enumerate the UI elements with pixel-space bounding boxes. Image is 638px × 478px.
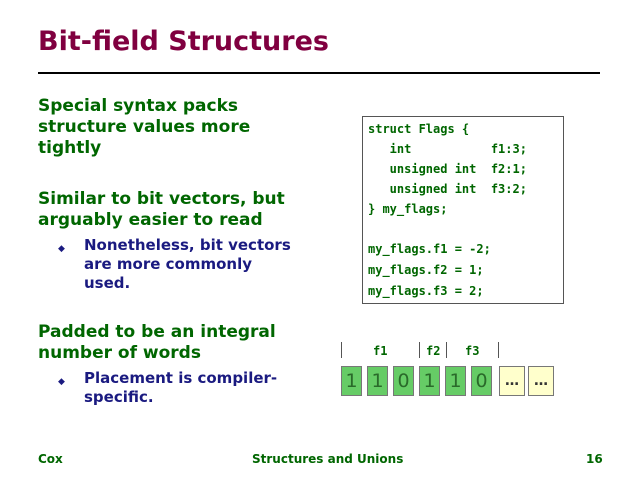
bullet-2-line-1: Similar to bit vectors, but <box>38 189 285 209</box>
field-label-f2: f2 <box>426 344 441 358</box>
bullet-3-line-2: number of words <box>38 343 201 363</box>
bullet-1-line-3: tightly <box>38 138 102 158</box>
subbullet-1-line-2: are more commonly <box>84 255 253 273</box>
subbullet-1-line-1: Nonetheless, bit vectors <box>84 236 291 254</box>
bit-cell: 0 <box>393 366 414 396</box>
code-line-8: my_flags.f2 = 1; <box>368 263 484 277</box>
code-line-9: my_flags.f3 = 2; <box>368 284 484 298</box>
code-line-2: int f1:3; <box>368 142 527 156</box>
code-line-4: unsigned int f3:2; <box>368 182 527 196</box>
subbullet-2-line-1: Placement is compiler- <box>84 369 278 387</box>
bullet-2: Similar to bit vectors, but arguably eas… <box>38 189 285 231</box>
slide-title: Bit-field Structures <box>38 26 329 57</box>
bullet-3-line-1: Padded to be an integral <box>38 322 276 342</box>
bullet-1-line-1: Special syntax packs <box>38 96 238 116</box>
field-divider <box>419 342 420 358</box>
bit-cell: 1 <box>445 366 466 396</box>
field-divider <box>446 342 447 358</box>
footer-author: Cox <box>38 452 63 466</box>
field-label-f1: f1 <box>373 344 388 358</box>
subbullet-1: ◆ Nonetheless, bit vectors are more comm… <box>58 236 291 293</box>
bullet-2-line-2: arguably easier to read <box>38 210 263 230</box>
subbullet-1-line-3: used. <box>84 274 131 292</box>
code-line-5: } my_flags; <box>368 202 448 216</box>
bullet-1-line-2: structure values more <box>38 117 251 137</box>
bit-cell: 1 <box>367 366 388 396</box>
bit-cell: 1 <box>341 366 362 396</box>
field-divider <box>341 342 342 358</box>
title-divider <box>38 72 600 74</box>
code-line-7: my_flags.f1 = -2; <box>368 242 491 256</box>
diamond-bullet-icon: ◆ <box>58 377 65 387</box>
bullet-3: Padded to be an integral number of words <box>38 322 276 364</box>
diamond-bullet-icon: ◆ <box>58 244 65 254</box>
field-label-f3: f3 <box>465 344 480 358</box>
subbullet-2-line-2: specific. <box>84 388 154 406</box>
code-box <box>362 116 564 304</box>
padding-cell: … <box>499 366 525 396</box>
code-line-1: struct Flags { <box>368 122 470 136</box>
bit-cell: 1 <box>419 366 440 396</box>
field-divider <box>498 342 499 358</box>
subbullet-2: ◆ Placement is compiler- specific. <box>58 369 277 407</box>
bit-cell: 0 <box>471 366 492 396</box>
padding-cell: … <box>528 366 554 396</box>
bullet-1: Special syntax packs structure values mo… <box>38 96 250 159</box>
footer-title: Structures and Unions <box>252 452 404 466</box>
code-line-3: unsigned int f2:1; <box>368 162 527 176</box>
page-number: 16 <box>586 452 603 466</box>
